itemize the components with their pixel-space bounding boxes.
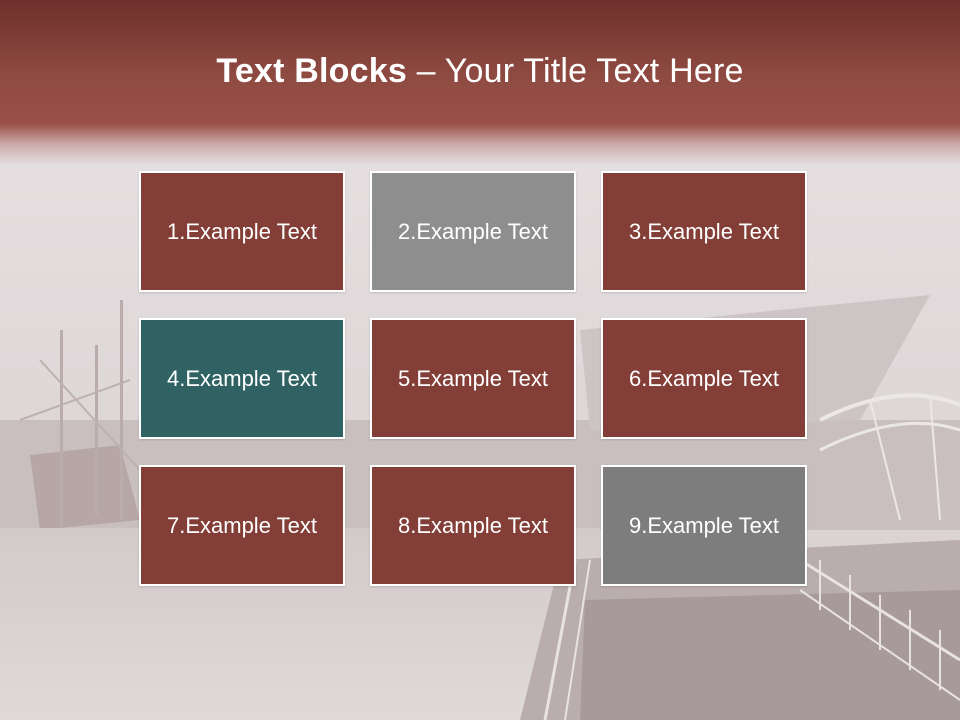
text-block-label: 2.Example Text: [397, 218, 548, 244]
text-block-7: 7.Example Text: [139, 465, 345, 586]
title-bold-text: Text Blocks: [216, 52, 407, 90]
text-block-1: 1.Example Text: [139, 171, 345, 292]
text-block-label: 5.Example Text: [397, 365, 548, 391]
text-block-4: 4.Example Text: [139, 318, 345, 439]
title-dash: –: [416, 52, 436, 90]
text-block-2: 2.Example Text: [370, 171, 576, 292]
text-block-5: 5.Example Text: [370, 318, 576, 439]
title-subtext: Your Title Text Here: [444, 52, 744, 90]
text-block-label: 4.Example Text: [166, 365, 317, 391]
text-block-label: 7.Example Text: [166, 512, 317, 538]
text-block-3: 3.Example Text: [601, 171, 807, 292]
text-block-label: 1.Example Text: [166, 218, 317, 244]
title-banner: [0, 0, 960, 165]
text-block-label: 3.Example Text: [628, 218, 779, 244]
text-block-label: 6.Example Text: [628, 365, 779, 391]
text-block-6: 6.Example Text: [601, 318, 807, 439]
text-block-label: 9.Example Text: [628, 512, 779, 538]
text-block-label: 8.Example Text: [397, 512, 548, 538]
text-block-9: 9.Example Text: [601, 465, 807, 586]
text-block-8: 8.Example Text: [370, 465, 576, 586]
slide-title: Text Blocks – Your Title Text Here: [0, 52, 960, 91]
